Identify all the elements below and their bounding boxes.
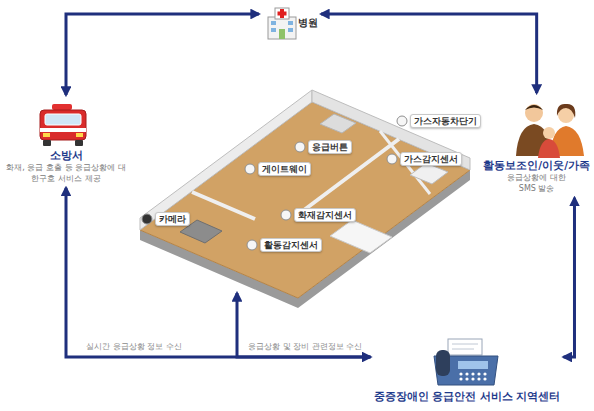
device-label: 카메라 — [155, 212, 190, 226]
node-title: 병원 — [296, 16, 318, 30]
connector-arrow — [66, 14, 259, 95]
connector-arrow — [237, 293, 371, 357]
helper-node: 활동보조인/이웃/가족응급상황에 대한 SMS 발송 — [483, 96, 590, 195]
edge-label: 응급상황 및 장비 관련정보 수신 — [246, 342, 364, 352]
hospital-node: 병원 — [262, 4, 318, 42]
icon-space — [483, 96, 590, 158]
connector-arrow — [66, 188, 371, 357]
family-icon — [516, 104, 584, 158]
node-title: 소방서 — [4, 148, 128, 162]
icon-space — [374, 335, 561, 389]
icon-space — [262, 4, 296, 42]
fire-station-node: 소방서화재, 응급 호출 등 응급상황에 대한구호 서비스 제공 — [4, 98, 128, 185]
connector-arrow — [563, 198, 574, 357]
fax-icon — [434, 339, 498, 385]
ambulance-icon — [40, 104, 86, 146]
device-label: 게이트웨이 — [258, 162, 311, 176]
device-label: 활동감지센서 — [260, 238, 322, 252]
device-label: 응급버튼 — [308, 140, 352, 154]
hospital-icon — [268, 8, 296, 39]
icon-space — [4, 98, 128, 148]
node-description: 응급상황에 대한 SMS 발송 — [500, 173, 574, 195]
device-label: 가스자동차단기 — [410, 114, 481, 128]
device-label: 가스감지센서 — [400, 152, 462, 166]
connector-arrow — [321, 14, 537, 93]
center-node: 중증장애인 응급안전 서비스 지역센터 — [374, 335, 561, 403]
device-label: 화재감지센서 — [294, 208, 356, 222]
node-title: 활동보조인/이웃/가족 — [483, 158, 590, 172]
device-icons — [142, 116, 407, 250]
node-description: 화재, 응급 호출 등 응급상황에 대한구호 서비스 제공 — [4, 163, 128, 185]
node-title: 중증장애인 응급안전 서비스 지역센터 — [374, 389, 561, 403]
edge-label: 실시간 응급상황 정보 수신 — [84, 342, 184, 352]
home-sensor-node: 가스자동차단기응급버튼게이트웨이가스감지센서카메라화재감지센서활동감지센서 — [140, 78, 470, 290]
